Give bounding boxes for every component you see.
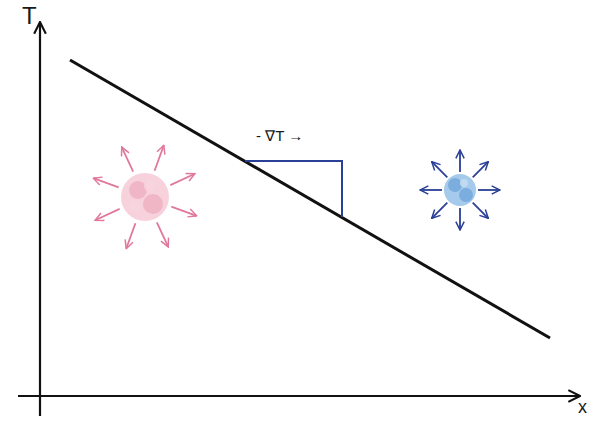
axis-label: x bbox=[578, 398, 587, 416]
x-axis bbox=[18, 395, 580, 397]
hot-molecule bbox=[75, 127, 216, 268]
axis-label: T bbox=[22, 4, 37, 28]
temperature-line bbox=[70, 60, 550, 338]
cold-molecule bbox=[420, 150, 500, 230]
slope-triangle bbox=[245, 161, 342, 217]
gradient-label: - ∇T → bbox=[256, 128, 303, 143]
t-axis bbox=[39, 22, 41, 416]
